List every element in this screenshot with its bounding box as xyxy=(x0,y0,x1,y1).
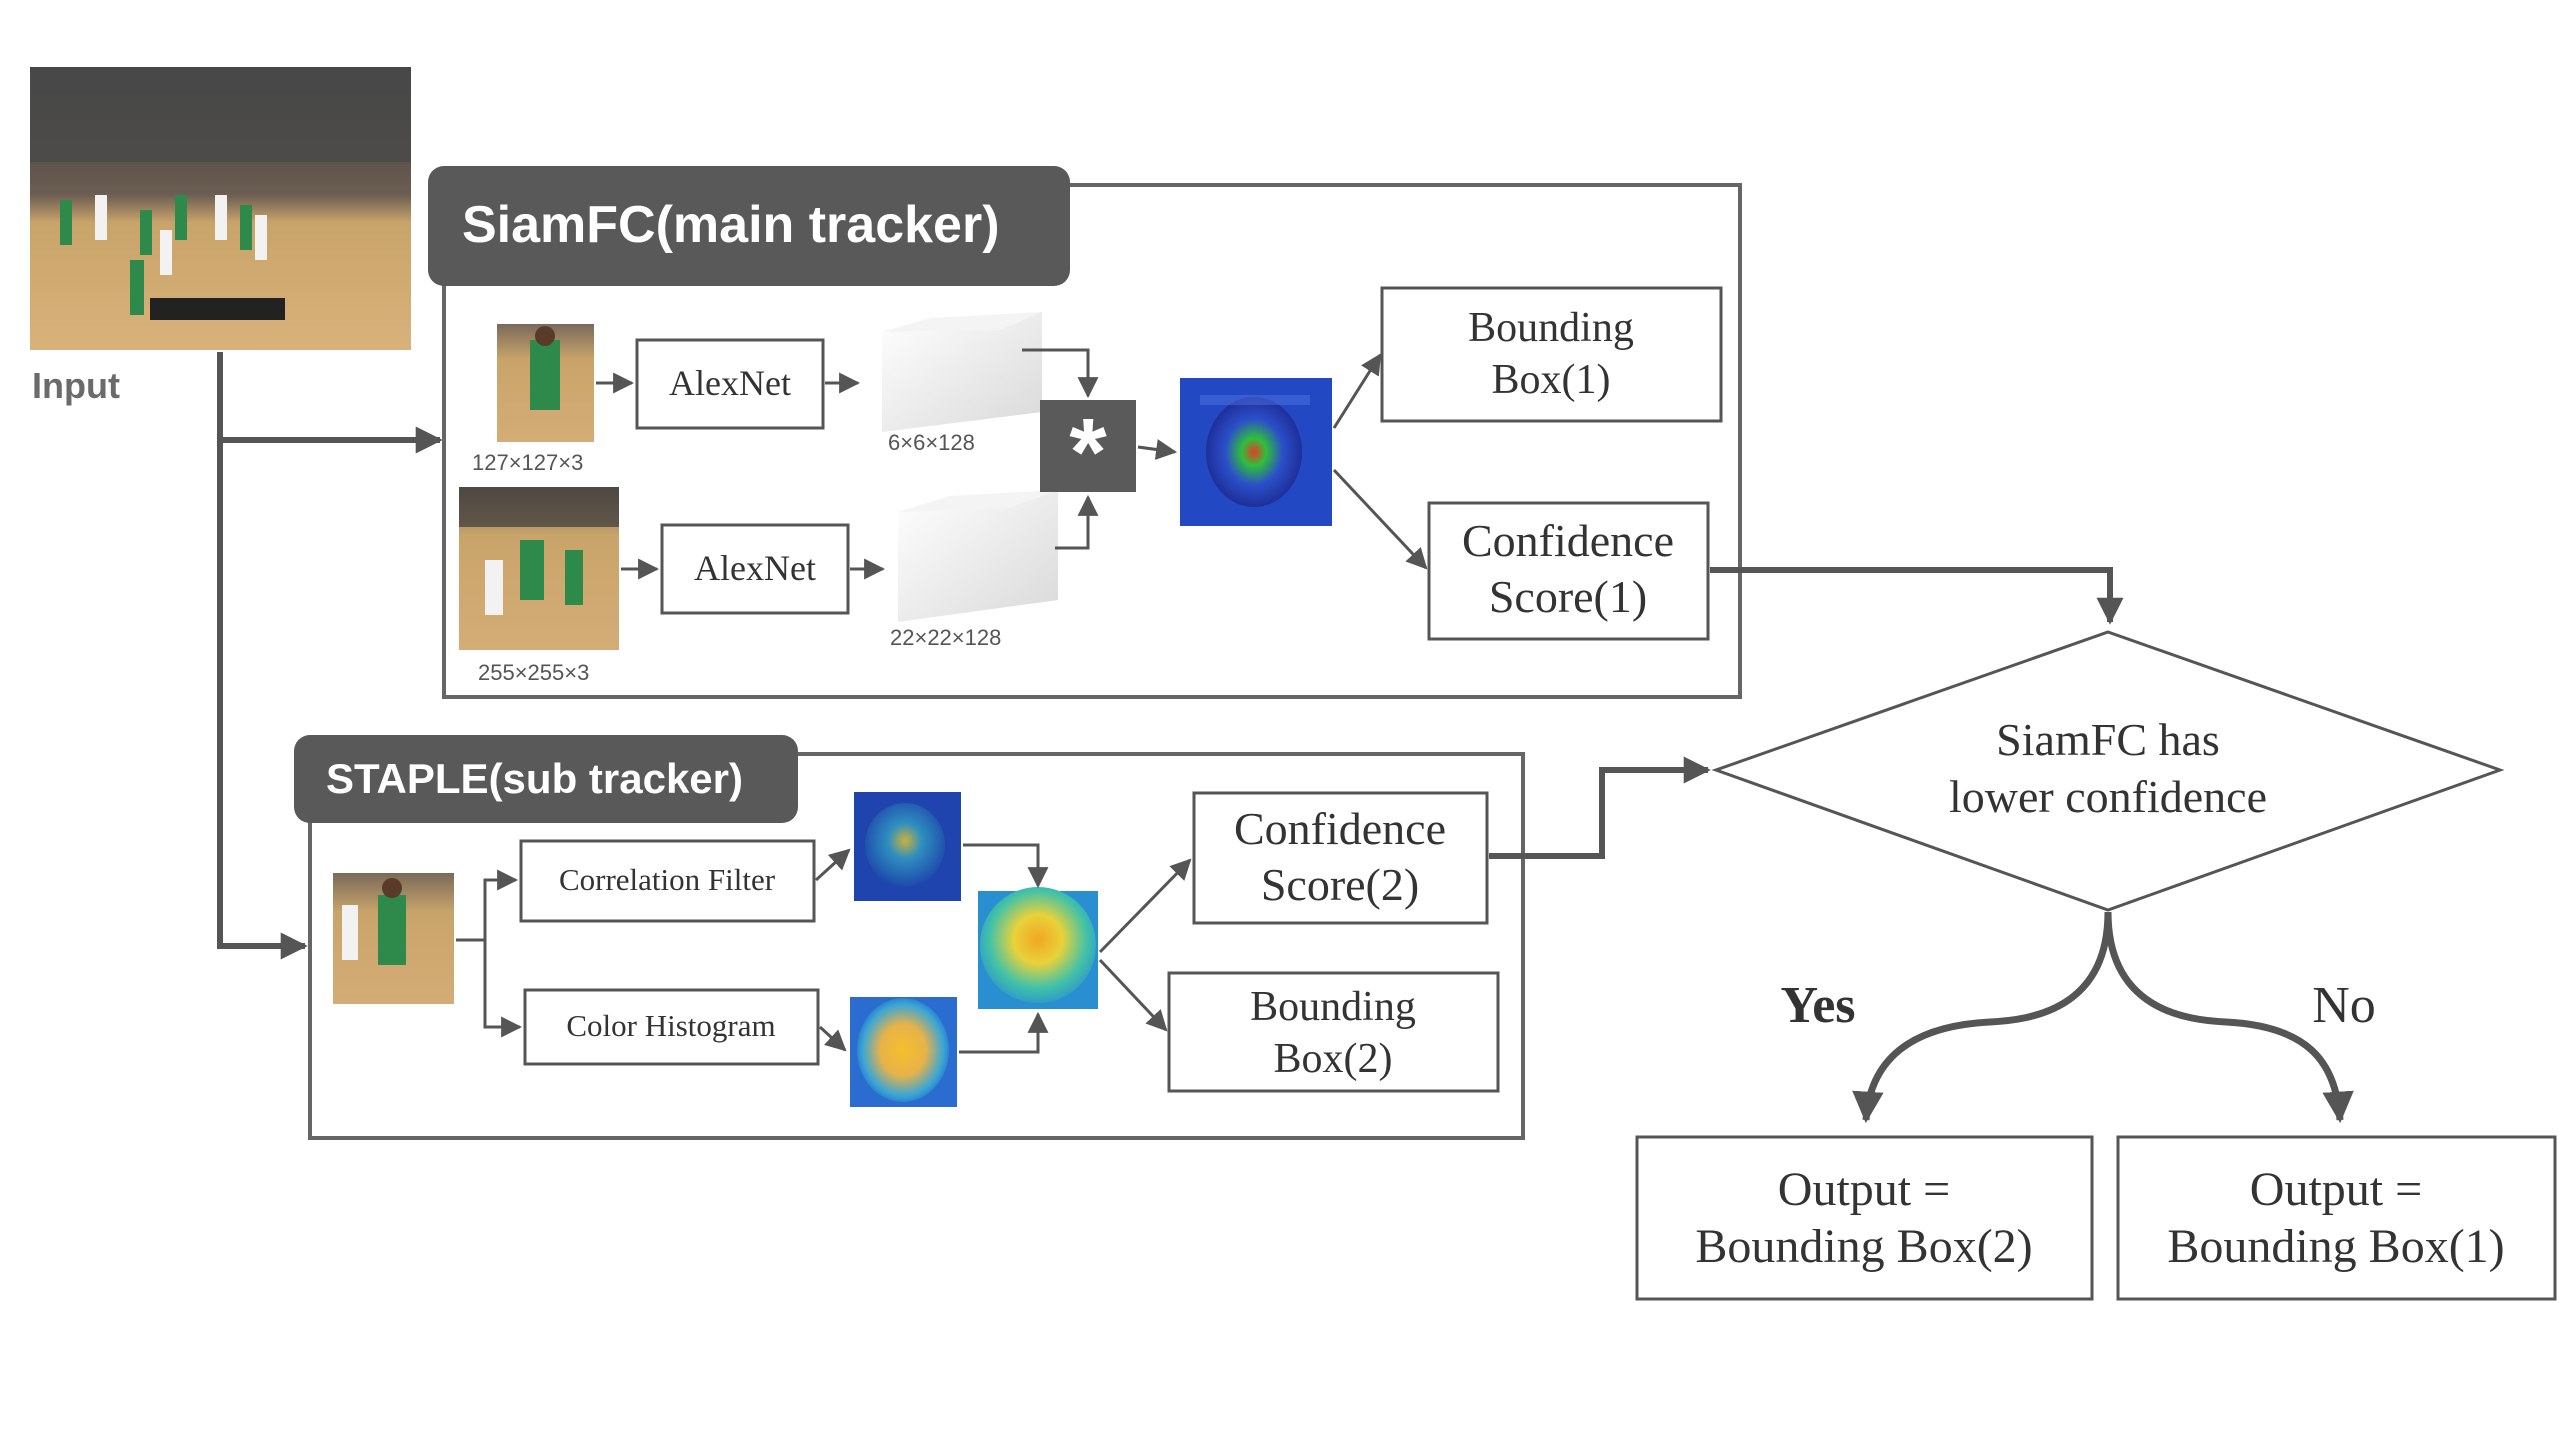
feature-top-size: 6×6×128 xyxy=(888,430,975,455)
color-histogram-label: Color Histogram xyxy=(566,1008,775,1043)
output-right-line1: Output = xyxy=(2250,1163,2422,1216)
feature-bottom-size: 22×22×128 xyxy=(890,625,1001,650)
siamfc-bbox-line2: Box(1) xyxy=(1492,357,1611,403)
output-left-box xyxy=(1635,1135,2094,1301)
color-histogram-box xyxy=(523,988,820,1066)
staple-title: STAPLE(sub tracker) xyxy=(326,755,743,802)
staple-conf-box xyxy=(1192,791,1489,925)
input-frame-image xyxy=(30,67,411,350)
cross-correlation-symbol: * xyxy=(1069,399,1107,506)
siamfc-bbox-line1: Bounding xyxy=(1468,305,1634,351)
staple-conf-line2: Score(2) xyxy=(1261,859,1419,910)
staple-bbox-box xyxy=(1167,971,1500,1093)
input-connectors xyxy=(217,352,443,960)
siamfc-conf-line2: Score(1) xyxy=(1489,571,1647,622)
siamfc-template-size: 127×127×3 xyxy=(472,450,583,475)
feature-cube-bottom xyxy=(898,490,1058,622)
no-label: No xyxy=(2312,977,2376,1034)
staple-conf-line1: Confidence xyxy=(1234,803,1446,854)
decision-connectors xyxy=(1489,567,2124,859)
decision-branches xyxy=(1852,911,2354,1124)
yes-label: Yes xyxy=(1780,977,1855,1034)
siamfc-title-bg xyxy=(428,166,1070,286)
output-left-line1: Output = xyxy=(1778,1163,1950,1216)
staple-title-bg xyxy=(294,735,798,823)
siamfc-bbox-box xyxy=(1380,286,1723,423)
siamfc-response-map xyxy=(1180,378,1332,526)
alexnet-bottom-box xyxy=(660,523,850,615)
decision-diamond xyxy=(1711,630,2505,912)
alexnet-top-label: AlexNet xyxy=(669,363,791,403)
staple-arrows xyxy=(456,843,1192,1054)
siamfc-panel xyxy=(442,183,1742,699)
siamfc-conf-line1: Confidence xyxy=(1462,515,1674,566)
alexnet-bottom-label: AlexNet xyxy=(694,548,816,588)
siamfc-conf-box xyxy=(1427,501,1710,641)
output-right-line2: Bounding Box(1) xyxy=(2167,1220,2504,1273)
siamfc-search-size: 255×255×3 xyxy=(478,660,589,685)
output-left-line2: Bounding Box(2) xyxy=(1695,1220,2032,1273)
siamfc-template-image xyxy=(497,324,594,442)
alexnet-top-box xyxy=(635,338,825,430)
cross-correlation-box xyxy=(1040,400,1136,492)
merged-response-map xyxy=(978,887,1098,1009)
staple-bbox-line2: Box(2) xyxy=(1274,1036,1393,1082)
staple-bbox-line1: Bounding xyxy=(1250,984,1416,1030)
siamfc-title: SiamFC(main tracker) xyxy=(462,196,1000,254)
decision-question-line1: SiamFC has xyxy=(1996,714,2220,765)
staple-panel xyxy=(308,752,1525,1140)
siamfc-search-image xyxy=(459,487,619,650)
cf-response-map xyxy=(854,792,961,901)
correlation-filter-box xyxy=(519,839,816,923)
staple-input-image xyxy=(333,873,454,1004)
output-right-box xyxy=(2116,1135,2557,1301)
decision-question-line2: lower confidence xyxy=(1949,771,2267,822)
input-label: Input xyxy=(32,365,120,406)
feature-cube-top xyxy=(882,312,1042,432)
correlation-filter-label: Correlation Filter xyxy=(559,862,776,897)
ch-response-map xyxy=(850,997,957,1107)
siamfc-arrows xyxy=(596,348,1428,580)
